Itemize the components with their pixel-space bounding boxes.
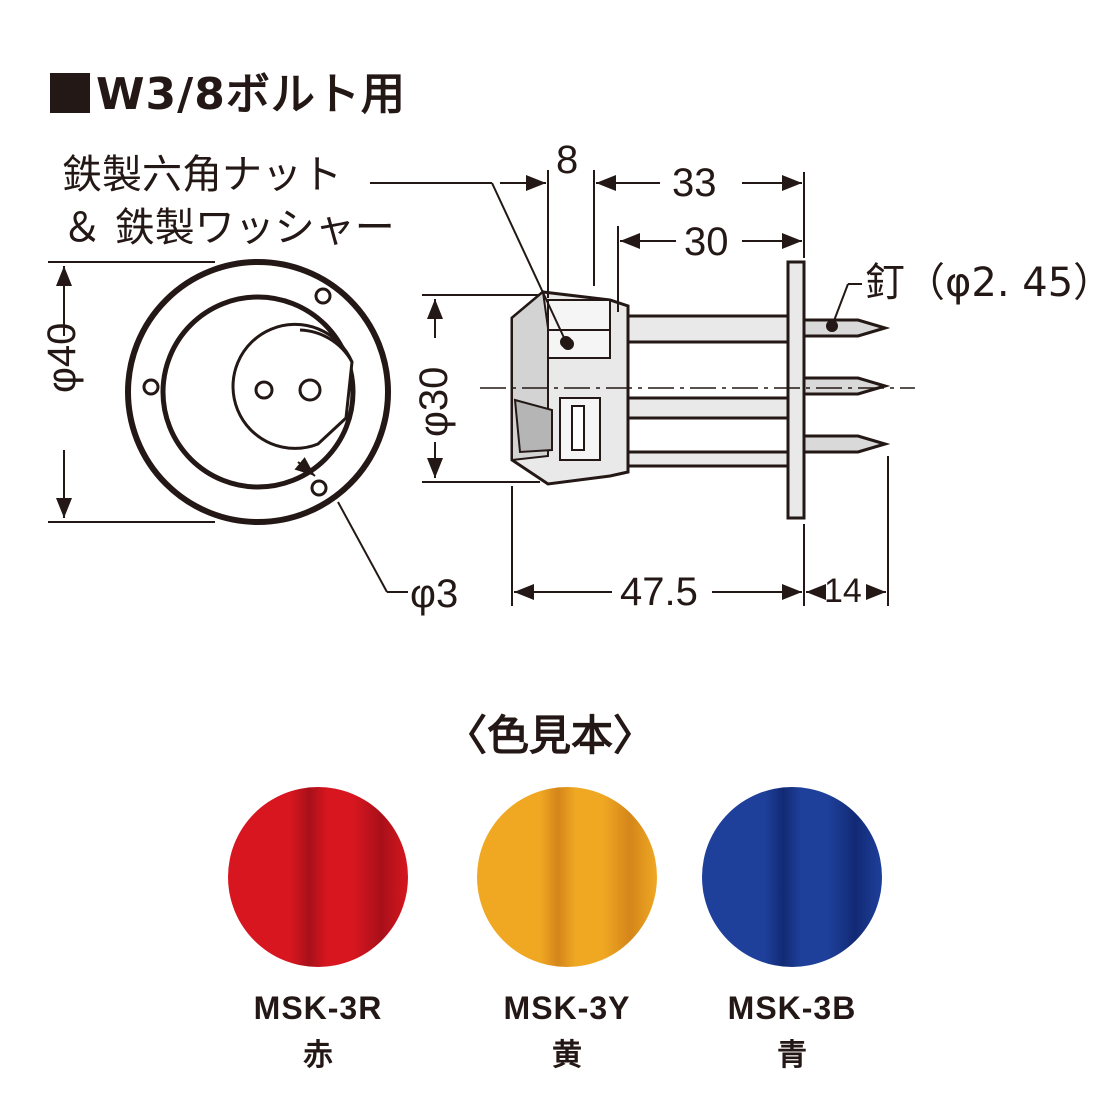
inner-body-circle xyxy=(160,294,356,490)
dim-bottom xyxy=(511,456,889,606)
dim-phi3 xyxy=(294,457,408,593)
dim-label-phi40: φ40 xyxy=(40,322,84,393)
square-bullet-icon xyxy=(50,73,90,113)
nut-callout-line1: 鉄製六角ナット xyxy=(62,152,342,198)
stem-middle xyxy=(626,396,790,420)
dim-top xyxy=(500,170,805,312)
small-hole xyxy=(298,378,322,402)
nut-callout-leader xyxy=(370,182,572,348)
outer-flange-circle xyxy=(125,259,391,525)
swatch-heading: 〈色見本〉 xyxy=(444,711,655,760)
swatch-name-blue: 青 xyxy=(777,1038,807,1073)
small-hole xyxy=(254,380,274,400)
dim-label-nut-width: 8 xyxy=(556,138,579,182)
swatch-name-yellow: 黄 xyxy=(552,1038,582,1073)
dim-label-phi30: φ30 xyxy=(412,366,456,437)
dim-label-phi3: φ3 xyxy=(410,572,459,616)
nail-hole xyxy=(314,287,332,305)
cam-arc xyxy=(299,328,354,363)
nail-hole xyxy=(310,479,328,497)
front-view xyxy=(125,259,391,525)
technical-drawing xyxy=(48,170,915,606)
dim-label-30: 30 xyxy=(684,220,729,264)
swatch-code-red: MSK-3R xyxy=(253,990,383,1026)
swatch-blue xyxy=(702,787,882,967)
slot xyxy=(571,405,585,451)
swatch-yellow xyxy=(477,787,657,967)
dim-label-47-5: 47.5 xyxy=(620,570,698,614)
swatch-code-blue: MSK-3B xyxy=(727,990,857,1026)
dim-label-33: 33 xyxy=(672,161,717,205)
nail xyxy=(802,318,891,338)
swatch-red xyxy=(228,787,408,967)
nail xyxy=(802,376,891,396)
stem-lower xyxy=(626,450,790,468)
swatch-code-yellow: MSK-3Y xyxy=(503,990,631,1026)
nut-callout-line2: ＆ 鉄製ワッシャー xyxy=(62,205,395,251)
side-view xyxy=(510,260,891,520)
swatch-name-red: 赤 xyxy=(303,1038,333,1073)
nail-hole xyxy=(142,378,160,396)
page-title: W3/8ボルト用 xyxy=(50,58,406,122)
center-cam-shape xyxy=(231,322,354,450)
head-shade xyxy=(513,398,553,454)
dim-phi40 xyxy=(48,261,215,523)
nail-callout-leader xyxy=(826,283,862,332)
dim-phi30 xyxy=(422,294,540,483)
title-text: W3/8ボルト用 xyxy=(96,69,406,120)
stem-upper xyxy=(626,314,790,344)
flange-plate xyxy=(786,260,806,520)
nail xyxy=(802,434,891,454)
dim-label-14: 14 xyxy=(824,572,862,610)
nail-callout: 釘（φ2. 45） xyxy=(865,260,1100,306)
